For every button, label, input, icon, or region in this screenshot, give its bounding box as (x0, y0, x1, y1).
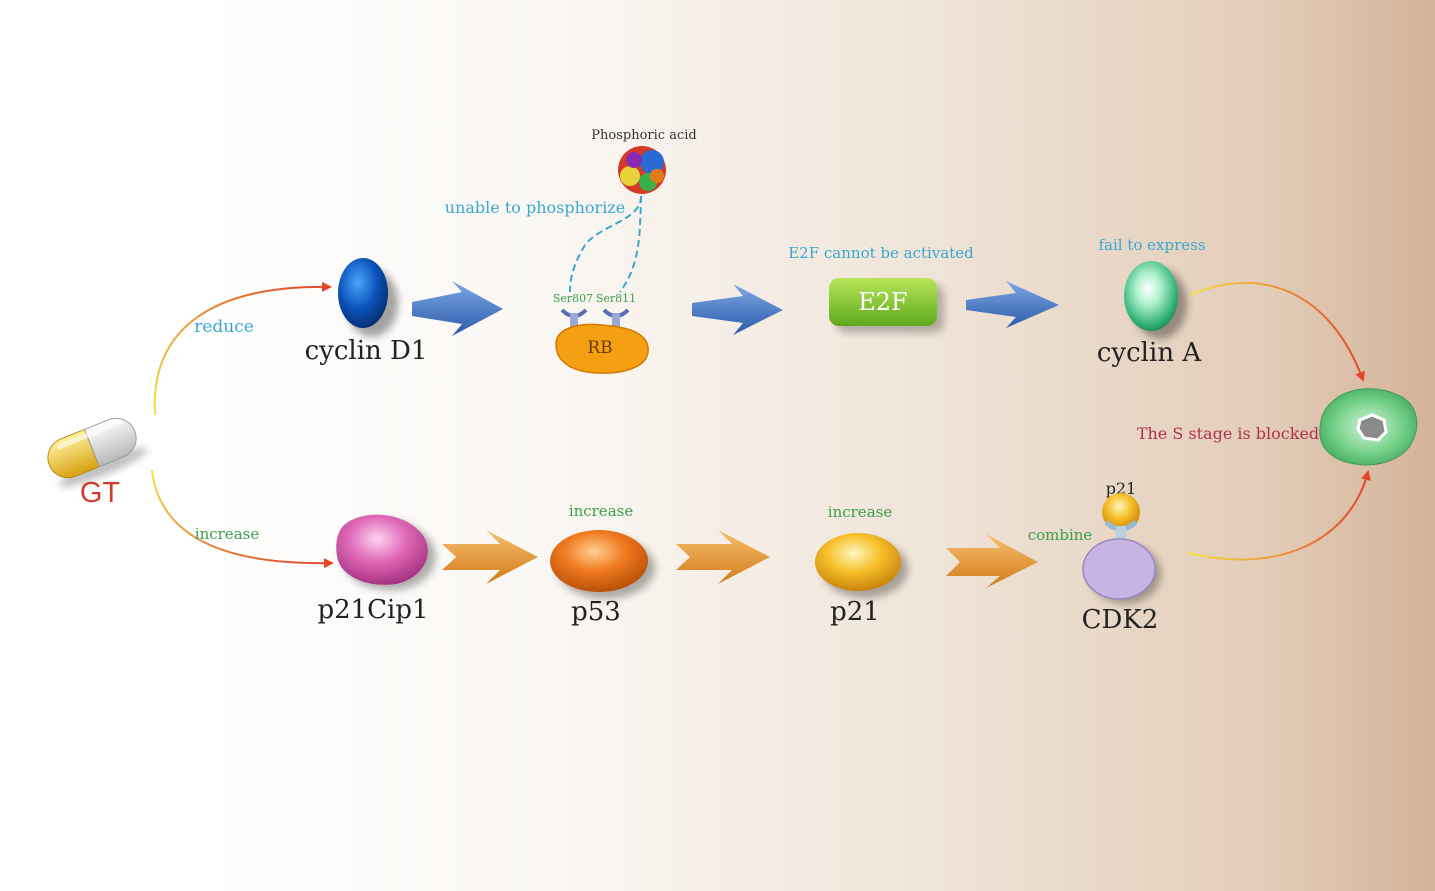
gt-capsule-icon (47, 417, 148, 487)
reduce-label: reduce (194, 317, 254, 337)
cyclin-a-to-cell-connector (1189, 281, 1365, 382)
orange-arrow-2 (676, 530, 770, 584)
rb-node (555, 323, 649, 374)
combine-label: combine (1028, 526, 1093, 544)
blue-arrow-3 (966, 281, 1059, 328)
p21-bound-label: p21 (1106, 479, 1137, 498)
reduce-connector (153, 281, 332, 416)
cyclin-a-label: cyclin A (1097, 338, 1202, 368)
ser807-site-icon (560, 308, 588, 327)
cdk2-to-cell-connector (1187, 470, 1371, 561)
cdk2-binding-site-icon (1104, 520, 1138, 546)
p21-node (815, 533, 901, 591)
phospho-dashed-line-807 (569, 195, 643, 293)
orange-arrow-3 (946, 534, 1038, 588)
blue-arrow-2 (692, 284, 783, 335)
increase-label: increase (195, 525, 260, 543)
p21cip1-node (336, 514, 428, 585)
unable-to-phosphorize-label: unable to phosphorize (445, 198, 625, 217)
increase-label-p21: increase (828, 503, 893, 521)
s-stage-blocked-label: The S stage is blocked (1137, 424, 1319, 443)
p53-node (550, 530, 648, 592)
p21cip1-label: p21Cip1 (317, 595, 428, 625)
cyclin-d1-node (338, 258, 388, 328)
cyclin-a-node (1124, 261, 1178, 331)
blue-arrow-1 (412, 281, 503, 336)
increase-connector (151, 469, 334, 569)
cell-nucleus-icon (1356, 413, 1388, 442)
p21-bound-node (1102, 493, 1140, 531)
ser811-site-icon (602, 308, 630, 327)
increase-label-p53: increase (569, 502, 634, 520)
gt-label: GT (80, 477, 121, 509)
phosphoric-acid-label: Phosphoric acid (591, 128, 696, 143)
ser811-label: Ser811 (596, 292, 636, 305)
fail-to-express-label: fail to express (1098, 236, 1205, 254)
cdk2-node (1082, 538, 1156, 600)
e2f-note: E2F cannot be activated (788, 244, 974, 262)
cyclin-d1-label: cyclin D1 (305, 336, 428, 366)
e2f-label: E2F (858, 288, 907, 316)
phospho-dashed-line-811 (619, 195, 642, 293)
rb-label: RB (587, 338, 612, 358)
p53-label: p53 (571, 597, 621, 627)
ser807-label: Ser807 (553, 292, 593, 305)
phosphoric-acid-icon (618, 146, 666, 194)
p21-label: p21 (830, 597, 880, 627)
orange-arrow-1 (442, 530, 538, 584)
cdk2-label: CDK2 (1082, 605, 1159, 635)
e2f-node (829, 278, 937, 326)
